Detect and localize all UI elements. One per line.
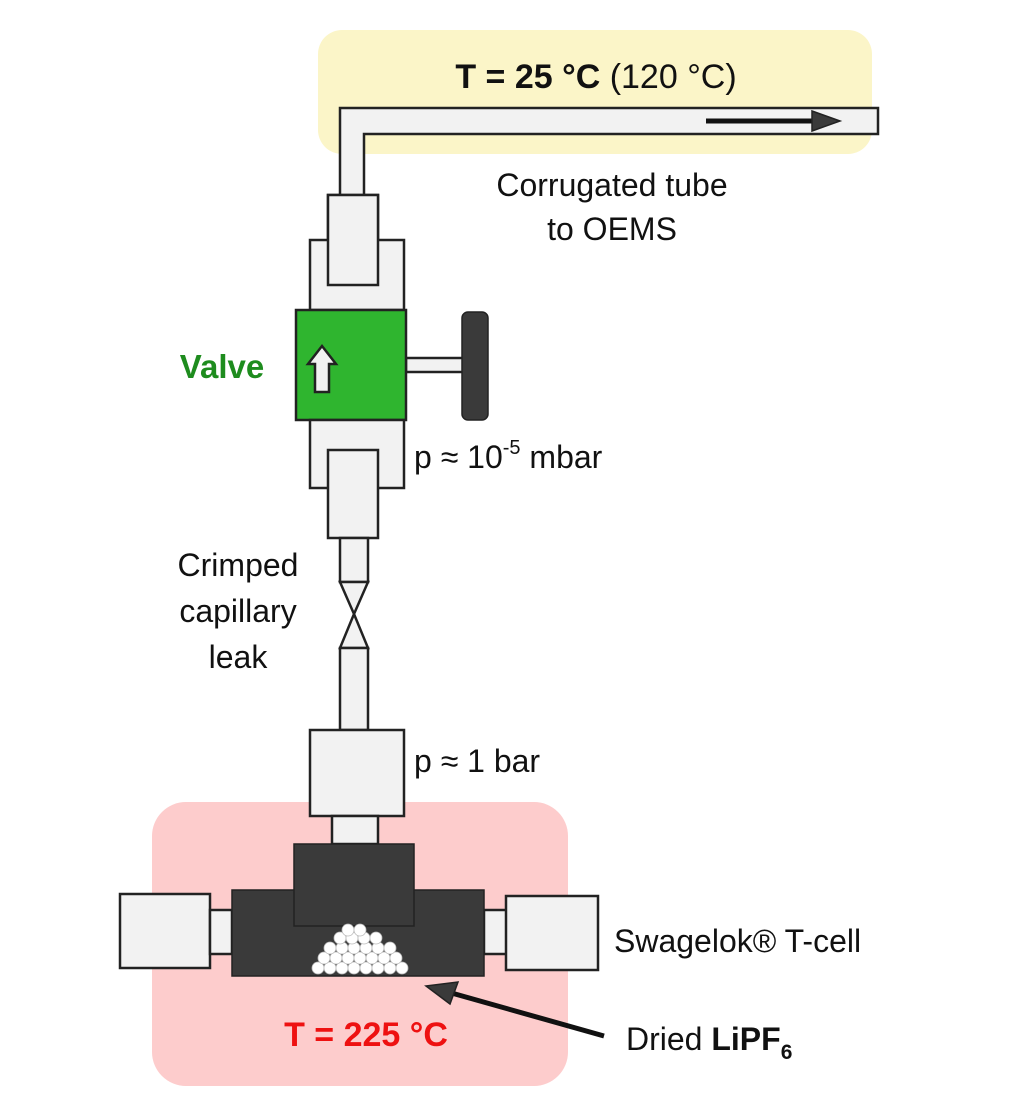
leak-label-line3: leak [209, 639, 269, 675]
leak-label-line2: capillary [179, 593, 296, 629]
powder-particle [323, 941, 337, 955]
cell-left-fitting [118, 892, 212, 970]
powder-particle [383, 941, 397, 955]
top-temperature-label: T = 25 °C (120 °C) [455, 58, 736, 96]
powder-particle [395, 961, 409, 975]
powder-particle [369, 931, 383, 945]
sample-label: Dried LiPF6 [626, 1021, 792, 1064]
tube-label-line2: to OEMS [547, 211, 677, 247]
t-cell-top [293, 843, 415, 927]
upper-nut-front [326, 193, 380, 287]
cell-right-collar [482, 908, 510, 956]
tube-label-line1: Corrugated tube [496, 167, 727, 203]
cell-top-fitting [308, 728, 406, 818]
high-pressure-label: p ≈ 1 bar [414, 743, 540, 779]
powder-particle [341, 923, 355, 937]
up-arrow-icon [305, 343, 339, 394]
capillary-upper [338, 536, 370, 584]
lower-valve-nut [326, 448, 380, 540]
sample-pointer-shaft [447, 989, 605, 1039]
capillary-crimp [338, 580, 370, 650]
cell-right-fitting [504, 894, 600, 972]
valve-handle-icon [461, 311, 489, 421]
flow-arrow-head [811, 109, 843, 133]
cell-neck [330, 814, 380, 846]
capillary-lower [338, 646, 370, 732]
sample-pointer-head [424, 981, 460, 1006]
valve-stem [404, 356, 468, 374]
t-cell-label: Swagelok® T-cell [614, 923, 861, 959]
powder-particle [353, 923, 367, 937]
lipf6-powder [311, 923, 409, 975]
powder-particle [389, 951, 403, 965]
low-pressure-label: p ≈ 10-5 mbar [414, 437, 603, 475]
leak-label-line1: Crimped [178, 547, 299, 583]
valve-label: Valve [180, 348, 264, 385]
hot-zone-temperature: T = 225 °C [284, 1016, 448, 1054]
valve-body [294, 308, 408, 422]
cell-left-collar [208, 908, 234, 956]
